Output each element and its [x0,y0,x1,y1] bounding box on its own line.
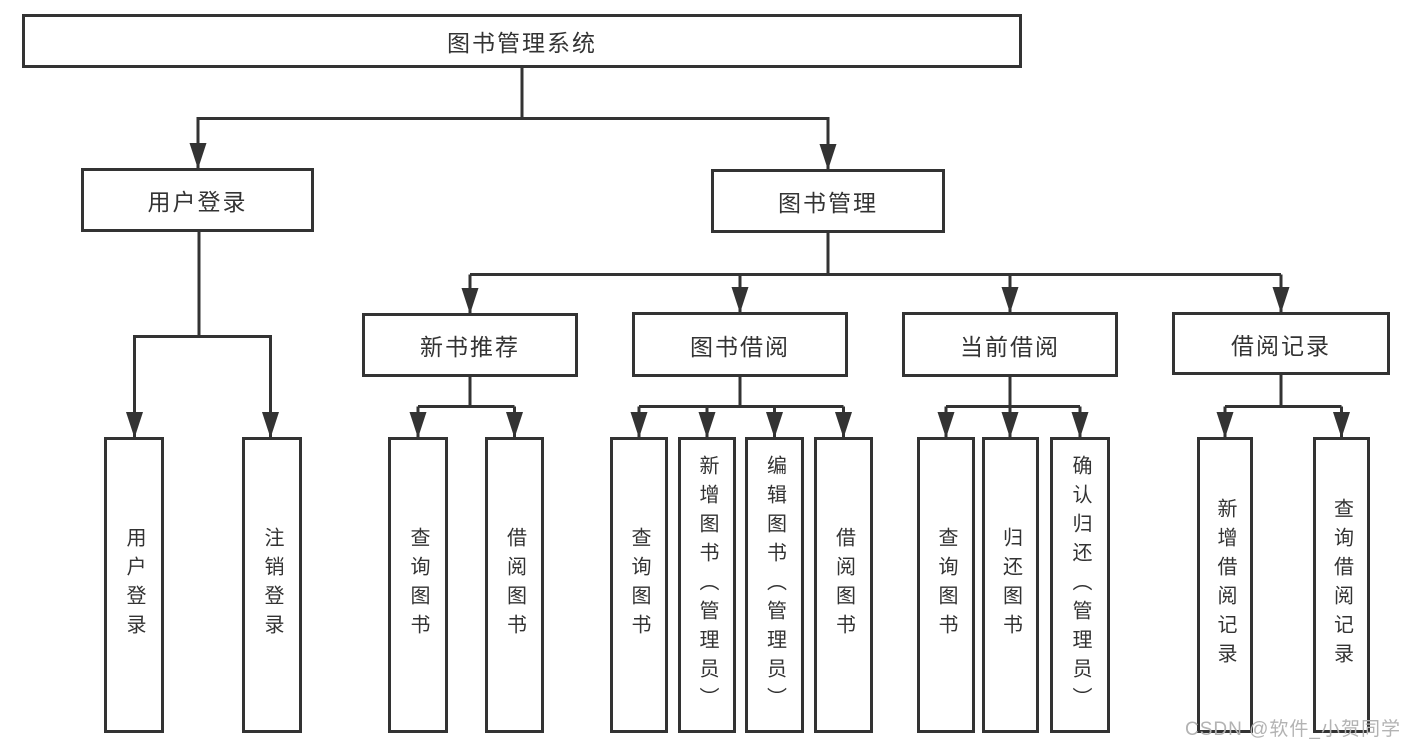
leaf-label: 注销登录 [261,527,283,643]
csdn-watermark: CSDN @软件_小贺同学 [1185,719,1401,740]
node-leaf-search-books-3: 查询图书 [917,437,975,733]
node-book-mgmt: 图书管理 [711,169,945,233]
node-current-borrow: 当前借阅 [902,312,1118,377]
leaf-label: 新增借阅记录 [1214,498,1236,672]
node-leaf-edit-book-admin: 编辑图书（管理员） [745,437,804,733]
leaf-label: 确认归还（管理员） [1069,454,1091,716]
leaf-label: 借阅图书 [832,527,855,643]
node-leaf-borrow-books-2: 借阅图书 [814,437,873,733]
leaf-label: 查询图书 [935,527,957,643]
node-user-login: 用户登录 [81,168,314,232]
node-leaf-add-borrow-record: 新增借阅记录 [1197,437,1253,733]
leaf-label: 借阅图书 [503,527,526,643]
node-book-borrow: 图书借阅 [632,312,848,377]
node-new-book-rec: 新书推荐 [362,313,578,377]
node-leaf-logout: 注销登录 [242,437,302,733]
node-leaf-search-books-1: 查询图书 [388,437,448,733]
node-leaf-confirm-return-admin: 确认归还（管理员） [1050,437,1110,733]
node-leaf-user-login: 用户登录 [104,437,164,733]
leaf-label: 查询借阅记录 [1330,498,1353,672]
leaf-label: 用户登录 [123,527,145,643]
leaf-label: 查询图书 [628,527,650,643]
node-leaf-search-borrow-record: 查询借阅记录 [1313,437,1370,733]
leaf-label: 查询图书 [407,527,429,643]
leaf-label: 归还图书 [999,527,1022,643]
leaf-label: 新增图书（管理员） [696,454,718,716]
node-borrow-record: 借阅记录 [1172,312,1390,375]
node-leaf-return-book: 归还图书 [982,437,1039,733]
leaf-label: 编辑图书（管理员） [763,454,786,716]
node-leaf-add-book-admin: 新增图书（管理员） [678,437,736,733]
node-root: 图书管理系统 [22,14,1022,68]
node-leaf-search-books-2: 查询图书 [610,437,668,733]
node-leaf-borrow-books-1: 借阅图书 [485,437,544,733]
